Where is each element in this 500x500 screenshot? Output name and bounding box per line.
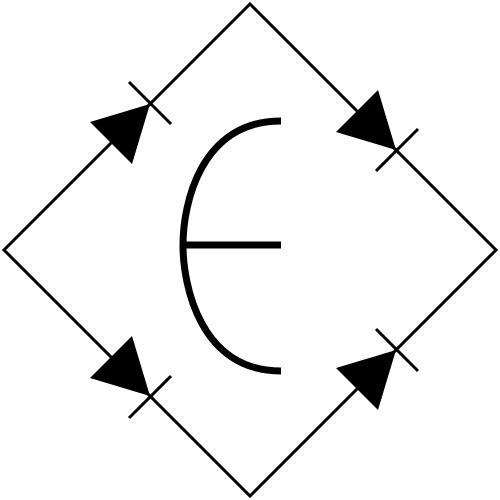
diode-upper-right <box>336 90 420 173</box>
diode-triangle <box>336 350 396 410</box>
diode-upper-left <box>90 80 173 164</box>
diode-lower-left <box>90 336 173 420</box>
diode-triangle <box>90 336 150 396</box>
diode-triangle <box>90 104 150 164</box>
diode-bar <box>374 327 420 373</box>
diode-bar <box>127 80 173 126</box>
diode-bar <box>374 127 420 173</box>
diode-bar <box>127 374 173 420</box>
diode-lower-right <box>336 327 420 410</box>
diode-triangle <box>336 90 396 150</box>
ac-source-symbol <box>179 117 282 375</box>
